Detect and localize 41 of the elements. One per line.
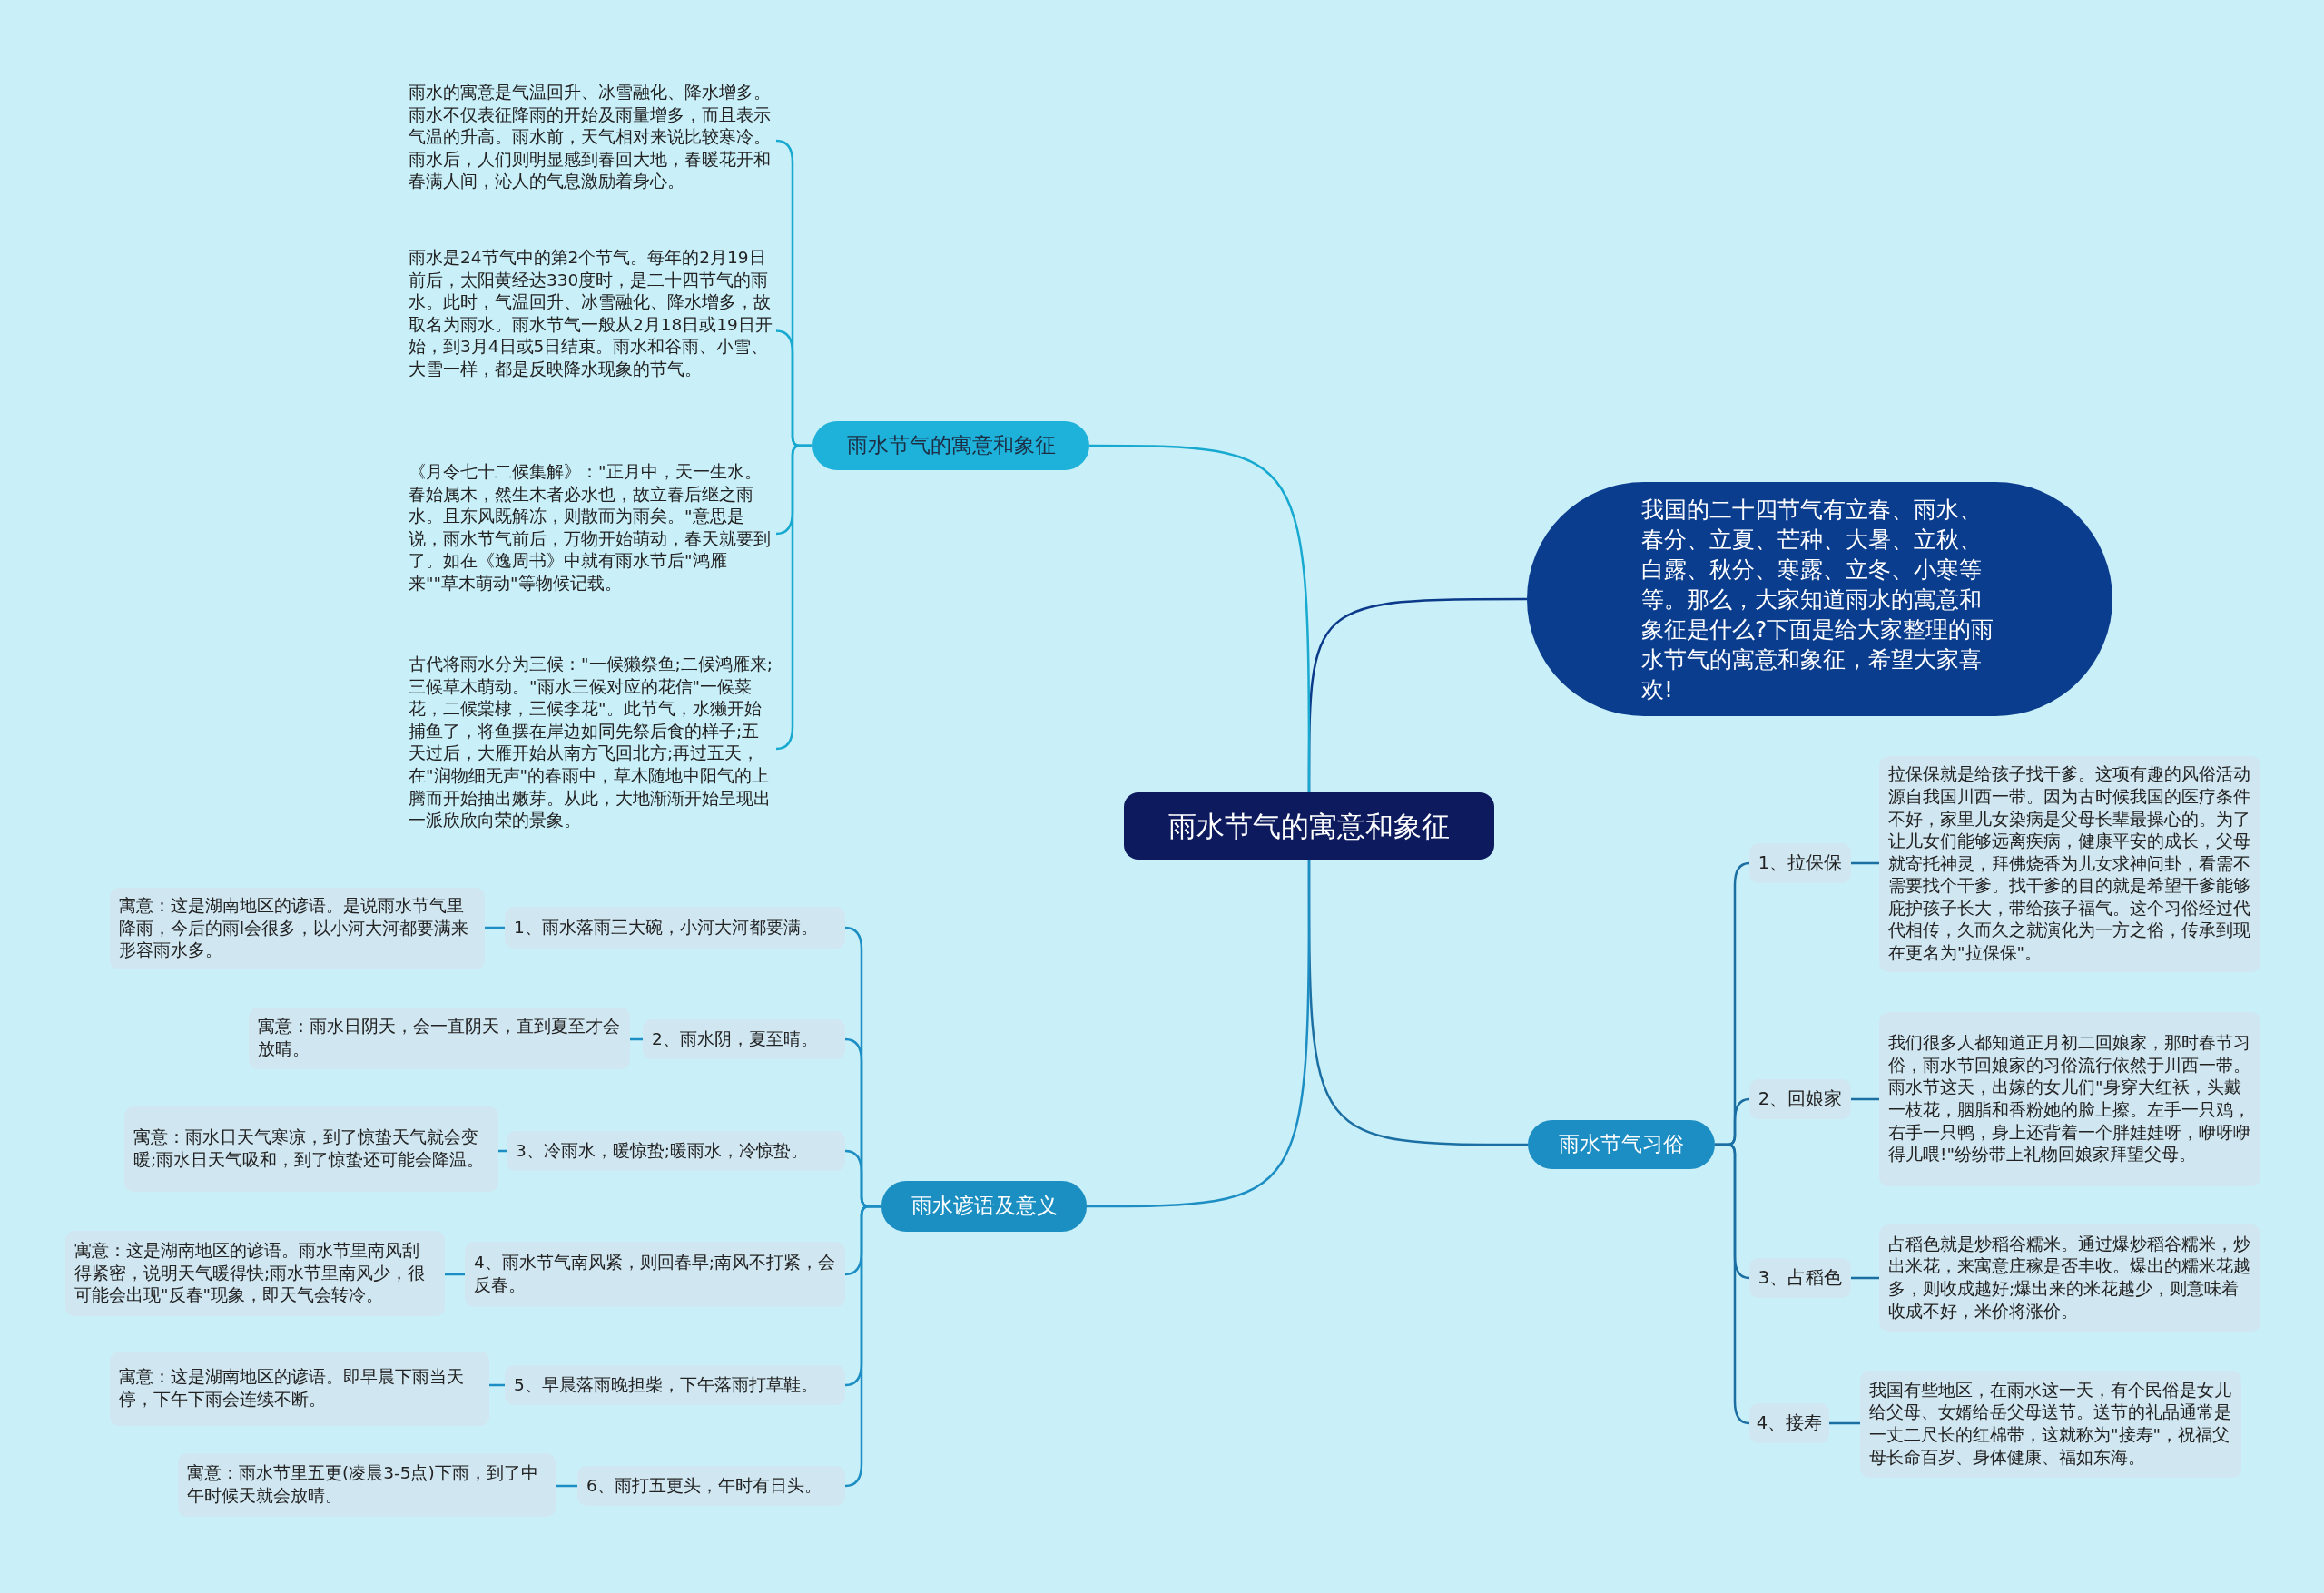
topic-box: 我国有些地区，在雨水这一天，有个民俗是女儿给父母、女婿给岳父母送节。送节的礼品通常是一丈二尺长的红棉带，这就称为"接寿"，祝福父母长命百岁、身体健康、福如东海。 [1860,1371,2241,1478]
intro-bubble: 我国的二十四节气有立春、雨水、春分、立夏、芒种、大暑、立秋、白露、秋分、寒露、立冬、小寒等等。那么，大家知道雨水的寓意和象征是什么?下面是给大家整理的雨水节气的寓意和象征，希望大家喜欢! [1527,482,2112,716]
topic-box: 3、占稻色 [1749,1258,1851,1298]
topic-box: 寓意：这是湖南地区的谚语。即早晨下雨当天停，下午下雨会连续不断。 [110,1352,489,1426]
paragraph-text: 《月令七十二候集解》："正月中，天一生水。春始属木，然生木者必水也，故立春后继之雨水。且东风既解冻，则散而为雨矣。"意思是说，雨水节气前后，万物开始萌动，春天就要到了。如在《逸周书》中就有雨水节后"鸿雁来""草木萌动"等物候记载。 [409,461,776,606]
central-topic: 雨水节气的寓意和象征 [1124,792,1494,860]
connector-line [1851,861,1879,865]
topic-box: 1、拉保保 [1749,843,1851,883]
connector-line [844,1205,881,1488]
topic-box: 占稻色就是炒稻谷糯米。通过爆炒稻谷糯米，炒出米花，来寓意庄稼是否丰收。爆出的糯米花越多，则收成越好;爆出来的米花越少，则意味着收成不好，米价将涨价。 [1879,1224,2260,1332]
branch-topic: 雨水谚语及意义 [881,1181,1087,1232]
connector-line [775,444,812,751]
paragraph-text: 雨水的寓意是气温回升、冰雪融化、降水增多。雨水不仅表征降雨的开始及雨量增多，而且表示气温的升高。雨水前，天气相对来说比较寒冷。雨水后，人们则明显感到春回大地，春暖花开和春满人间，沁人的气息激励着身心。 [409,82,776,200]
connector-line [445,1273,465,1276]
topic-box: 4、接寿 [1749,1403,1829,1443]
connector-line [1851,1097,1879,1101]
branch-topic: 雨水节气的寓意和象征 [812,421,1089,470]
connector-line [556,1484,577,1488]
topic-box: 寓意：雨水日阴天，会一直阴天，直到夏至才会放晴。 [249,1008,630,1069]
topic-box: 我们很多人都知道正月初二回娘家，那时春节习俗，雨水节回娘家的习俗流行依然于川西一带。雨水节这天，出嫁的女儿们"身穿大红袄，头戴一枝花，胭脂和香粉她的脸上擦。左手一只鸡，右手一只鸭，身上还背着一个胖娃娃呀，咿呀咿得儿喂!"纷纷带上礼物回娘家拜望父母。 [1879,1012,2260,1186]
topic-box: 寓意：雨水节里五更(凌晨3-5点)下雨，到了中午时候天就会放晴。 [178,1453,556,1517]
paragraph-text: 雨水是24节气中的第2个节气。每年的2月19日前后，太阳黄经达330度时，是二十四节气的雨水。此时，气温回升、冰雪融化、降水增多，故取名为雨水。雨水节气一般从2月18日或19日开始，到3月4日或5日结束。雨水和谷雨、小雪、大雪一样，都是反映降水现象的节气。 [409,247,776,415]
connector-line [485,926,505,929]
connector-line [1087,860,1311,1208]
branch-topic: 雨水节气习俗 [1528,1120,1715,1169]
connector-line [1851,1276,1879,1280]
topic-box: 6、雨打五更头，午时有日头。 [577,1466,845,1506]
topic-box: 拉保保就是给孩子找干爹。这项有趣的风俗活动源自我国川西一带。因为古时候我国的医疗条件不好，家里儿女染病是父母长辈最操心的。为了让儿女们能够远离疾病，健康平安的成长，父母就寄托神灵，拜佛烧香为儿女求神问卦，看需不需要找个干爹。找干爹的目的就是希望干爹能够庇护孩子长大，带给孩子福气。这个习俗经过代代相传，久而久之就演化为一方之俗，传承到现在更名为"拉保保"。 [1879,756,2260,972]
topic-box: 寓意：这是湖南地区的谚语。是说雨水节气里降雨，今后的雨l会很多，以小河大河都要满来形容雨水多。 [110,888,485,969]
topic-box: 2、回娘家 [1749,1079,1851,1119]
connector-line [1715,1143,1750,1425]
connector-line [1089,444,1311,792]
topic-box: 3、冷雨水，暖惊蛰;暖雨水，冷惊蛰。 [507,1131,845,1171]
topic-box: 4、雨水节气南风紧，则回春早;南风不打紧，会反春。 [465,1242,845,1307]
paragraph-text: 古代将雨水分为三候："一候獭祭鱼;二候鸿雁来;三候草木萌动。"雨水三候对应的花信"一候菜花，二候棠棣，三候李花"。此节气，水獭开始捕鱼了，将鱼摆在岸边如同先祭后食的样子;五天过后，大雁开始从南方飞回北方;再过五天，在"润物细无声"的春雨中，草木随地中阳气的上腾而开始抽出嫩芽。从此，大地渐渐开始呈现出一派欣欣向荣的景象。 [409,654,776,844]
topic-box: 1、雨水落雨三大碗，小河大河都要满。 [505,907,845,949]
topic-box: 2、雨水阴，夏至晴。 [643,1019,845,1059]
connector-line [1829,1421,1860,1425]
topic-box: 寓意：这是湖南地区的谚语。雨水节里南风刮得紧密，说明天气暖得快;雨水节里南风少，很可能会出现"反春"现象，即天气会转冷。 [65,1231,445,1316]
topic-box: 寓意：雨水日天气寒凉，到了惊蛰天气就会变暖;雨水日天气吸和，到了惊蛰还可能会降温。 [124,1106,498,1192]
topic-box: 5、早晨落雨晚担柴，下午落雨打草鞋。 [505,1365,845,1405]
